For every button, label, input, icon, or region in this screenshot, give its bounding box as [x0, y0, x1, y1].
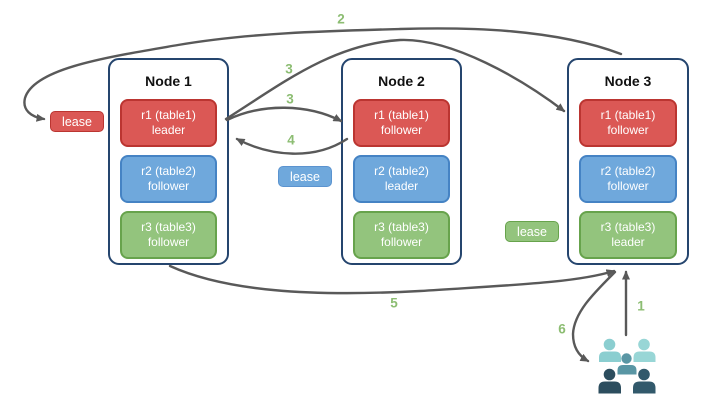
replica-role: follower: [607, 123, 649, 137]
node3-replica-r1: r1 (table1) follower: [579, 99, 677, 147]
replica-name: r2 (table2): [374, 163, 429, 178]
lease-badge-green: lease: [505, 221, 559, 242]
step-label-5: 5: [390, 295, 398, 311]
node1-replica-r3: r3 (table3) follower: [120, 211, 217, 259]
replica-name: r1 (table1): [600, 107, 656, 122]
node-1-title: Node 1: [145, 73, 192, 89]
step-label-3-mid: 3: [286, 91, 294, 107]
replica-name: r3 (table3): [141, 219, 196, 234]
replica-name: r1 (table1): [141, 107, 196, 122]
node2-replica-r3: r3 (table3) follower: [353, 211, 450, 259]
replica-name: r1 (table1): [374, 107, 429, 122]
node2-replica-r1: r1 (table1) follower: [353, 99, 450, 147]
step-label-4: 4: [287, 132, 295, 148]
replica-role: follower: [147, 235, 190, 249]
replica-name: r2 (table2): [600, 163, 656, 178]
node-1-box: Node 1 r1 (table1) leader r2 (table2) fo…: [108, 58, 229, 265]
replica-role: leader: [151, 123, 186, 137]
arrow-step6-node3-to-users: [571, 270, 617, 363]
node-2-box: Node 2 r1 (table1) follower r2 (table2) …: [341, 58, 462, 265]
step-label-6: 6: [558, 321, 566, 337]
replica-name: r3 (table3): [600, 219, 656, 234]
replica-role: follower: [147, 179, 190, 193]
replica-role: follower: [380, 235, 423, 249]
node1-replica-r2: r2 (table2) follower: [120, 155, 217, 203]
replica-role: follower: [380, 123, 423, 137]
replica-role: leader: [611, 235, 645, 249]
step-label-2: 2: [337, 11, 345, 27]
arrow-step5-node1-to-node3: [168, 264, 616, 295]
step-label-3-top: 3: [285, 61, 293, 77]
node-3-box: Node 3 r1 (table1) follower r2 (table2) …: [567, 58, 689, 265]
users-group-icon: [598, 338, 656, 394]
node3-replica-r2: r2 (table2) follower: [579, 155, 677, 203]
node-3-title: Node 3: [604, 73, 652, 89]
lease-badge-blue: lease: [278, 166, 332, 187]
arrow-step3-node1-to-node2: [225, 106, 343, 123]
replica-name: r3 (table3): [374, 219, 429, 234]
replica-name: r2 (table2): [141, 163, 196, 178]
replica-role: leader: [384, 179, 419, 193]
node3-replica-r3: r3 (table3) leader: [579, 211, 677, 259]
lease-badge-red: lease: [50, 111, 104, 132]
node1-replica-r1: r1 (table1) leader: [120, 99, 217, 147]
node-2-title: Node 2: [378, 73, 425, 89]
step-label-1: 1: [637, 298, 645, 314]
replica-role: follower: [607, 179, 649, 193]
node2-replica-r2: r2 (table2) leader: [353, 155, 450, 203]
